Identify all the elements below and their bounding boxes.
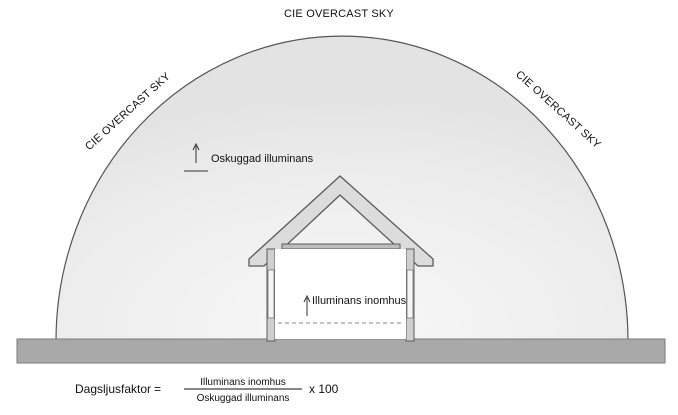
up-arrow-head-indoor xyxy=(303,294,311,303)
house-left-window xyxy=(267,269,275,319)
formula-numerator: Illuminans inomhus xyxy=(200,377,286,388)
indoor-illuminance-indicator: Illuminans inomhus xyxy=(303,294,407,316)
indoor-illuminance-label: Illuminans inomhus xyxy=(312,295,407,307)
formula-name: Dagsljusfaktor xyxy=(75,382,151,396)
ground xyxy=(16,338,666,364)
formula-denominator: Oskuggad illuminans xyxy=(197,393,290,404)
formula-equals: = xyxy=(154,382,161,396)
up-arrow-head xyxy=(192,142,200,151)
house-interior xyxy=(275,249,406,339)
sky-label-top: CIE OVERCAST SKY xyxy=(284,8,394,20)
formula-multiplier: x 100 xyxy=(309,382,339,396)
house-ceiling xyxy=(281,243,401,250)
daylight-factor-formula: Dagsljusfaktor = Illuminans inomhus Osku… xyxy=(75,377,339,404)
house xyxy=(248,175,434,342)
outdoor-illuminance-label: Oskuggad illuminans xyxy=(211,153,314,165)
outdoor-illuminance-indicator: Oskuggad illuminans xyxy=(184,142,314,172)
house-right-window xyxy=(406,269,414,319)
